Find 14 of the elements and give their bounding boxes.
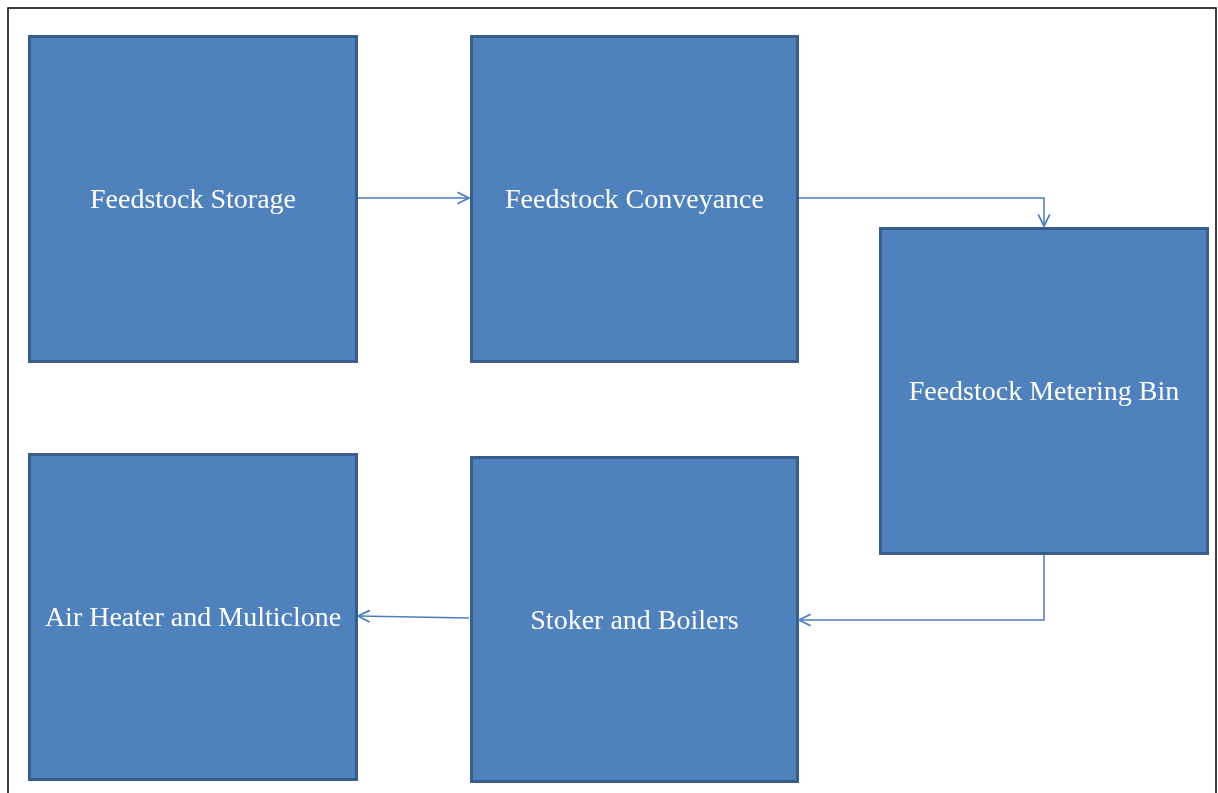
arrow <box>798 197 1051 227</box>
process-box <box>28 453 358 781</box>
process-box <box>28 35 358 363</box>
process-box <box>470 35 799 363</box>
arrow <box>357 191 470 205</box>
box-label: Feedstock Conveyance <box>504 182 765 216</box>
box-label: Stoker and Boilers <box>529 602 740 637</box>
arrow <box>357 609 470 623</box>
box-label: Feedstock Storage <box>88 182 298 216</box>
process-box <box>879 227 1209 555</box>
process-box <box>470 456 799 783</box>
box-label: Feedstock Metering Bin <box>907 374 1181 408</box>
box-label: Air Heater and Multiclone <box>43 600 343 634</box>
arrow <box>798 554 1045 627</box>
